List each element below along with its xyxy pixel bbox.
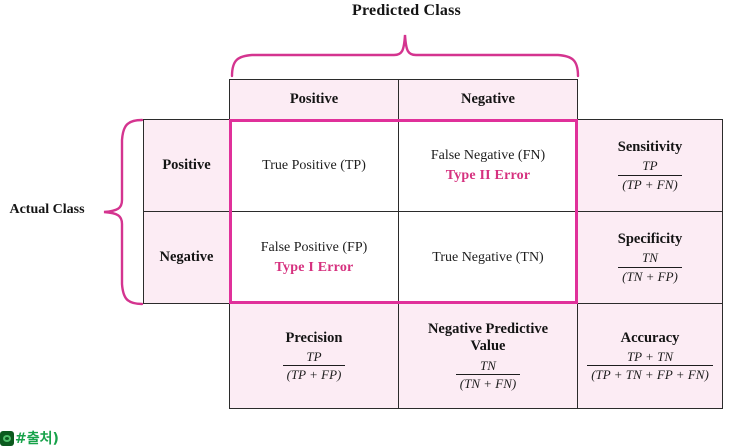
metric-sensitivity-numerator: TP [642,158,658,174]
metric-sensitivity: Sensitivity TP (TP + FN) [577,119,723,212]
matrix-grid: Positive Negative Positive True Positive… [143,79,723,409]
actual-class-brace-icon [103,118,144,306]
metric-specificity-name: Specificity [617,231,683,248]
bottom-blank-cell [143,303,230,409]
metric-npv-denominator: (TN + FN) [455,373,521,391]
metric-sensitivity-denominator: (TP + FN) [618,174,682,192]
metric-npv-name-line1: Negative Predictive [427,321,549,338]
column-header-positive-label: Positive [289,90,339,107]
column-header-negative-label: Negative [461,90,515,107]
metric-npv-numerator: TN [480,357,496,373]
metric-npv-formula: TN (TN + FN) [455,357,521,391]
row-header-positive-label: Positive [162,156,211,173]
metric-sensitivity-name: Sensitivity [617,139,683,156]
watermark: #출처) [0,431,59,446]
metric-precision-denominator: (TP + FP) [282,365,346,382]
cell-true-negative: True Negative (TN) [398,211,578,304]
header-metric-blank-cell [577,79,723,120]
metric-precision: Precision TP (TP + FP) [229,303,399,409]
metric-negative-predictive-value: Negative Predictive Value TN (TN + FN) [398,303,578,409]
watermark-text: #출처) [15,430,59,447]
cell-true-positive: True Positive (TP) [229,119,399,212]
metric-accuracy-denominator: (TP + TN + FP + FN) [587,365,713,382]
metric-accuracy-numerator: TP + TN [626,348,674,364]
metric-npv-name-line2: Value [470,338,506,355]
predicted-class-brace-icon [230,34,580,78]
row-header-negative-label: Negative [159,248,214,265]
metric-specificity-formula: TN (TN + FP) [618,250,682,284]
cell-false-positive-error: Type I Error [274,259,354,275]
metric-accuracy-name: Accuracy [620,329,680,346]
actual-class-title: Actual Class [9,202,85,217]
column-header-positive: Positive [229,79,399,120]
metric-specificity-numerator: TN [642,250,658,266]
metric-sensitivity-formula: TP (TP + FN) [618,158,682,192]
matrix-corner-cell [143,79,230,120]
row-header-negative: Negative [143,211,230,304]
cell-false-positive-label: False Positive (FP) [260,240,368,256]
row-header-positive: Positive [143,119,230,212]
cell-false-positive: False Positive (FP) Type I Error [229,211,399,304]
watermark-badge-icon [0,431,14,446]
metric-precision-formula: TP (TP + FP) [282,348,346,382]
metric-precision-name: Precision [285,329,343,346]
cell-true-positive-label: True Positive (TP) [262,157,366,173]
metric-specificity-denominator: (TN + FP) [618,266,682,284]
column-header-negative: Negative [398,79,578,120]
predicted-class-title-text: Predicted Class [352,2,461,19]
cell-false-negative: False Negative (FN) Type II Error [398,119,578,212]
metric-precision-numerator: TP [306,348,322,364]
cell-false-negative-label: False Negative (FN) [430,148,546,164]
metric-accuracy: Accuracy TP + TN (TP + TN + FP + FN) [577,303,723,409]
metric-specificity: Specificity TN (TN + FP) [577,211,723,304]
cell-true-negative-label: True Negative (TN) [432,249,544,265]
metric-accuracy-formula: TP + TN (TP + TN + FP + FN) [587,349,713,382]
cell-false-negative-error: Type II Error [445,167,531,183]
predicted-class-title: Predicted Class [0,2,751,20]
